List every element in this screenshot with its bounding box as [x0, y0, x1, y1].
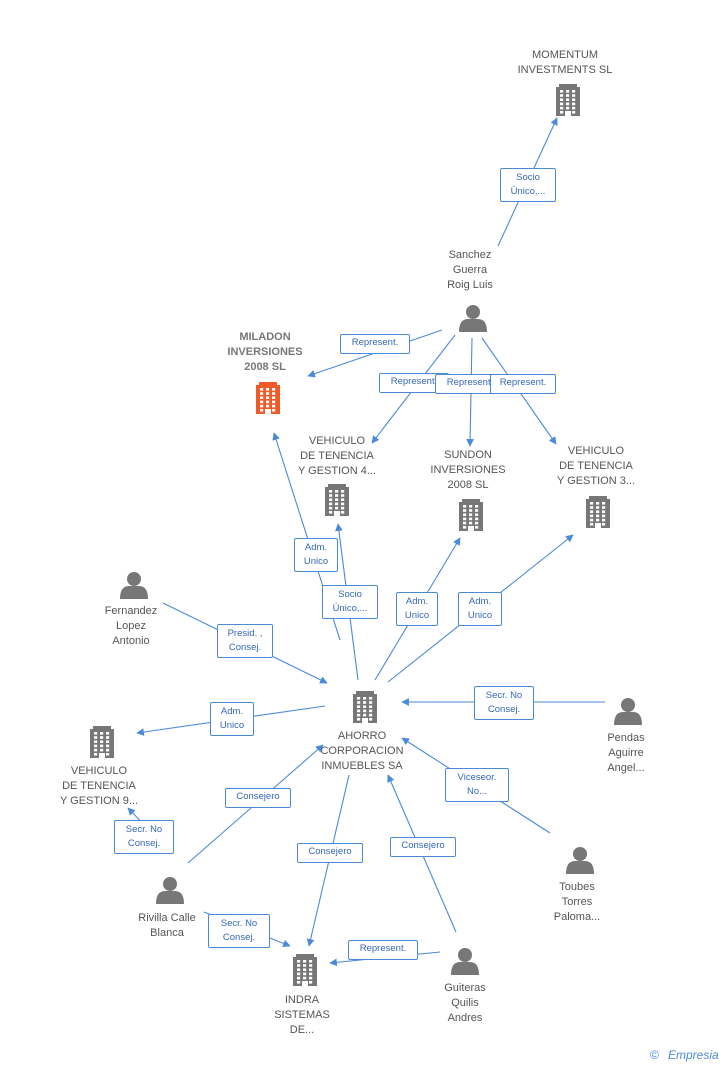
edge-label-e1[interactable]: Socio Único,...: [500, 168, 556, 202]
edge-label-e4[interactable]: Represent.: [435, 374, 505, 394]
person-icon[interactable]: [566, 847, 594, 874]
edge-label-e11[interactable]: Secr. No Consej.: [474, 686, 534, 720]
building-icon[interactable]: [325, 484, 349, 516]
person-icon[interactable]: [614, 698, 642, 725]
edge-label-e19[interactable]: Represent.: [348, 940, 418, 960]
person-icon[interactable]: [451, 948, 479, 975]
node-label-vehiculo4[interactable]: VEHICULO DE TENENCIA Y GESTION 4...: [297, 435, 377, 477]
building-icon[interactable]: [459, 499, 483, 531]
edge-label-e7[interactable]: Socio Único,...: [322, 585, 378, 619]
node-label-fernandez[interactable]: Fernandez Lopez Antonio: [104, 605, 158, 647]
building-icon[interactable]: [90, 726, 114, 758]
node-label-guiteras[interactable]: Guiteras Quilis Andres: [444, 982, 486, 1024]
person-icon[interactable]: [459, 305, 487, 332]
node-label-vehiculo9[interactable]: VEHICULO DE TENENCIA Y GESTION 9...: [59, 765, 139, 807]
node-label-indra[interactable]: INDRA SISTEMAS DE...: [274, 994, 330, 1036]
building-icon[interactable]: [353, 691, 377, 723]
node-label-pendas[interactable]: Pendas Aguirre Angel...: [607, 732, 645, 774]
node-label-sanchez[interactable]: Sanchez Guerra Roig Luis: [447, 249, 493, 291]
building-icon[interactable]: [586, 496, 610, 528]
edge-label-e18[interactable]: Secr. No Consej.: [208, 914, 270, 948]
building-icon[interactable]: [293, 954, 317, 986]
edge-label-e12[interactable]: Adm. Unico: [210, 702, 254, 736]
brand-logo-text[interactable]: Empresia: [668, 1048, 719, 1062]
edge-label-e8[interactable]: Adm. Unico: [396, 592, 438, 626]
building-icon[interactable]: [256, 382, 280, 414]
node-label-ahorro[interactable]: AHORRO CORPORACION INMUEBLES SA: [320, 730, 404, 772]
edge-label-e14[interactable]: Consejero: [225, 788, 291, 808]
node-label-sundon[interactable]: SUNDON INVERSIONES 2008 SL: [430, 449, 506, 491]
edge-label-e17[interactable]: Consejero: [390, 837, 456, 857]
person-icon[interactable]: [120, 572, 148, 599]
edge-label-e13[interactable]: Viceseor. No...: [445, 768, 509, 802]
node-label-rivilla[interactable]: Rivilla Calle Blanca: [138, 912, 196, 939]
node-label-momentum[interactable]: MOMENTUM INVESTMENTS SL: [517, 49, 613, 76]
edge-label-e16[interactable]: Consejero: [297, 843, 363, 863]
copyright-symbol: ©: [650, 1048, 659, 1062]
edge-label-e6[interactable]: Adm. Unico: [294, 538, 338, 572]
edge-label-e2[interactable]: Represent.: [340, 334, 410, 354]
edge-label-e9[interactable]: Adm. Unico: [458, 592, 502, 626]
node-label-miladon[interactable]: MILADON INVERSIONES 2008 SL: [227, 331, 303, 373]
person-icon[interactable]: [156, 877, 184, 904]
edge-lines: [127, 117, 605, 967]
node-label-vehiculo3[interactable]: VEHICULO DE TENENCIA Y GESTION 3...: [556, 445, 636, 487]
building-icon[interactable]: [556, 84, 580, 116]
edge-label-e10[interactable]: Presid. , Consej.: [217, 624, 273, 658]
edge-label-e5[interactable]: Represent.: [490, 374, 556, 394]
node-label-toubes[interactable]: Toubes Torres Paloma...: [553, 881, 601, 923]
edge-label-e15[interactable]: Secr. No Consej.: [114, 820, 174, 854]
